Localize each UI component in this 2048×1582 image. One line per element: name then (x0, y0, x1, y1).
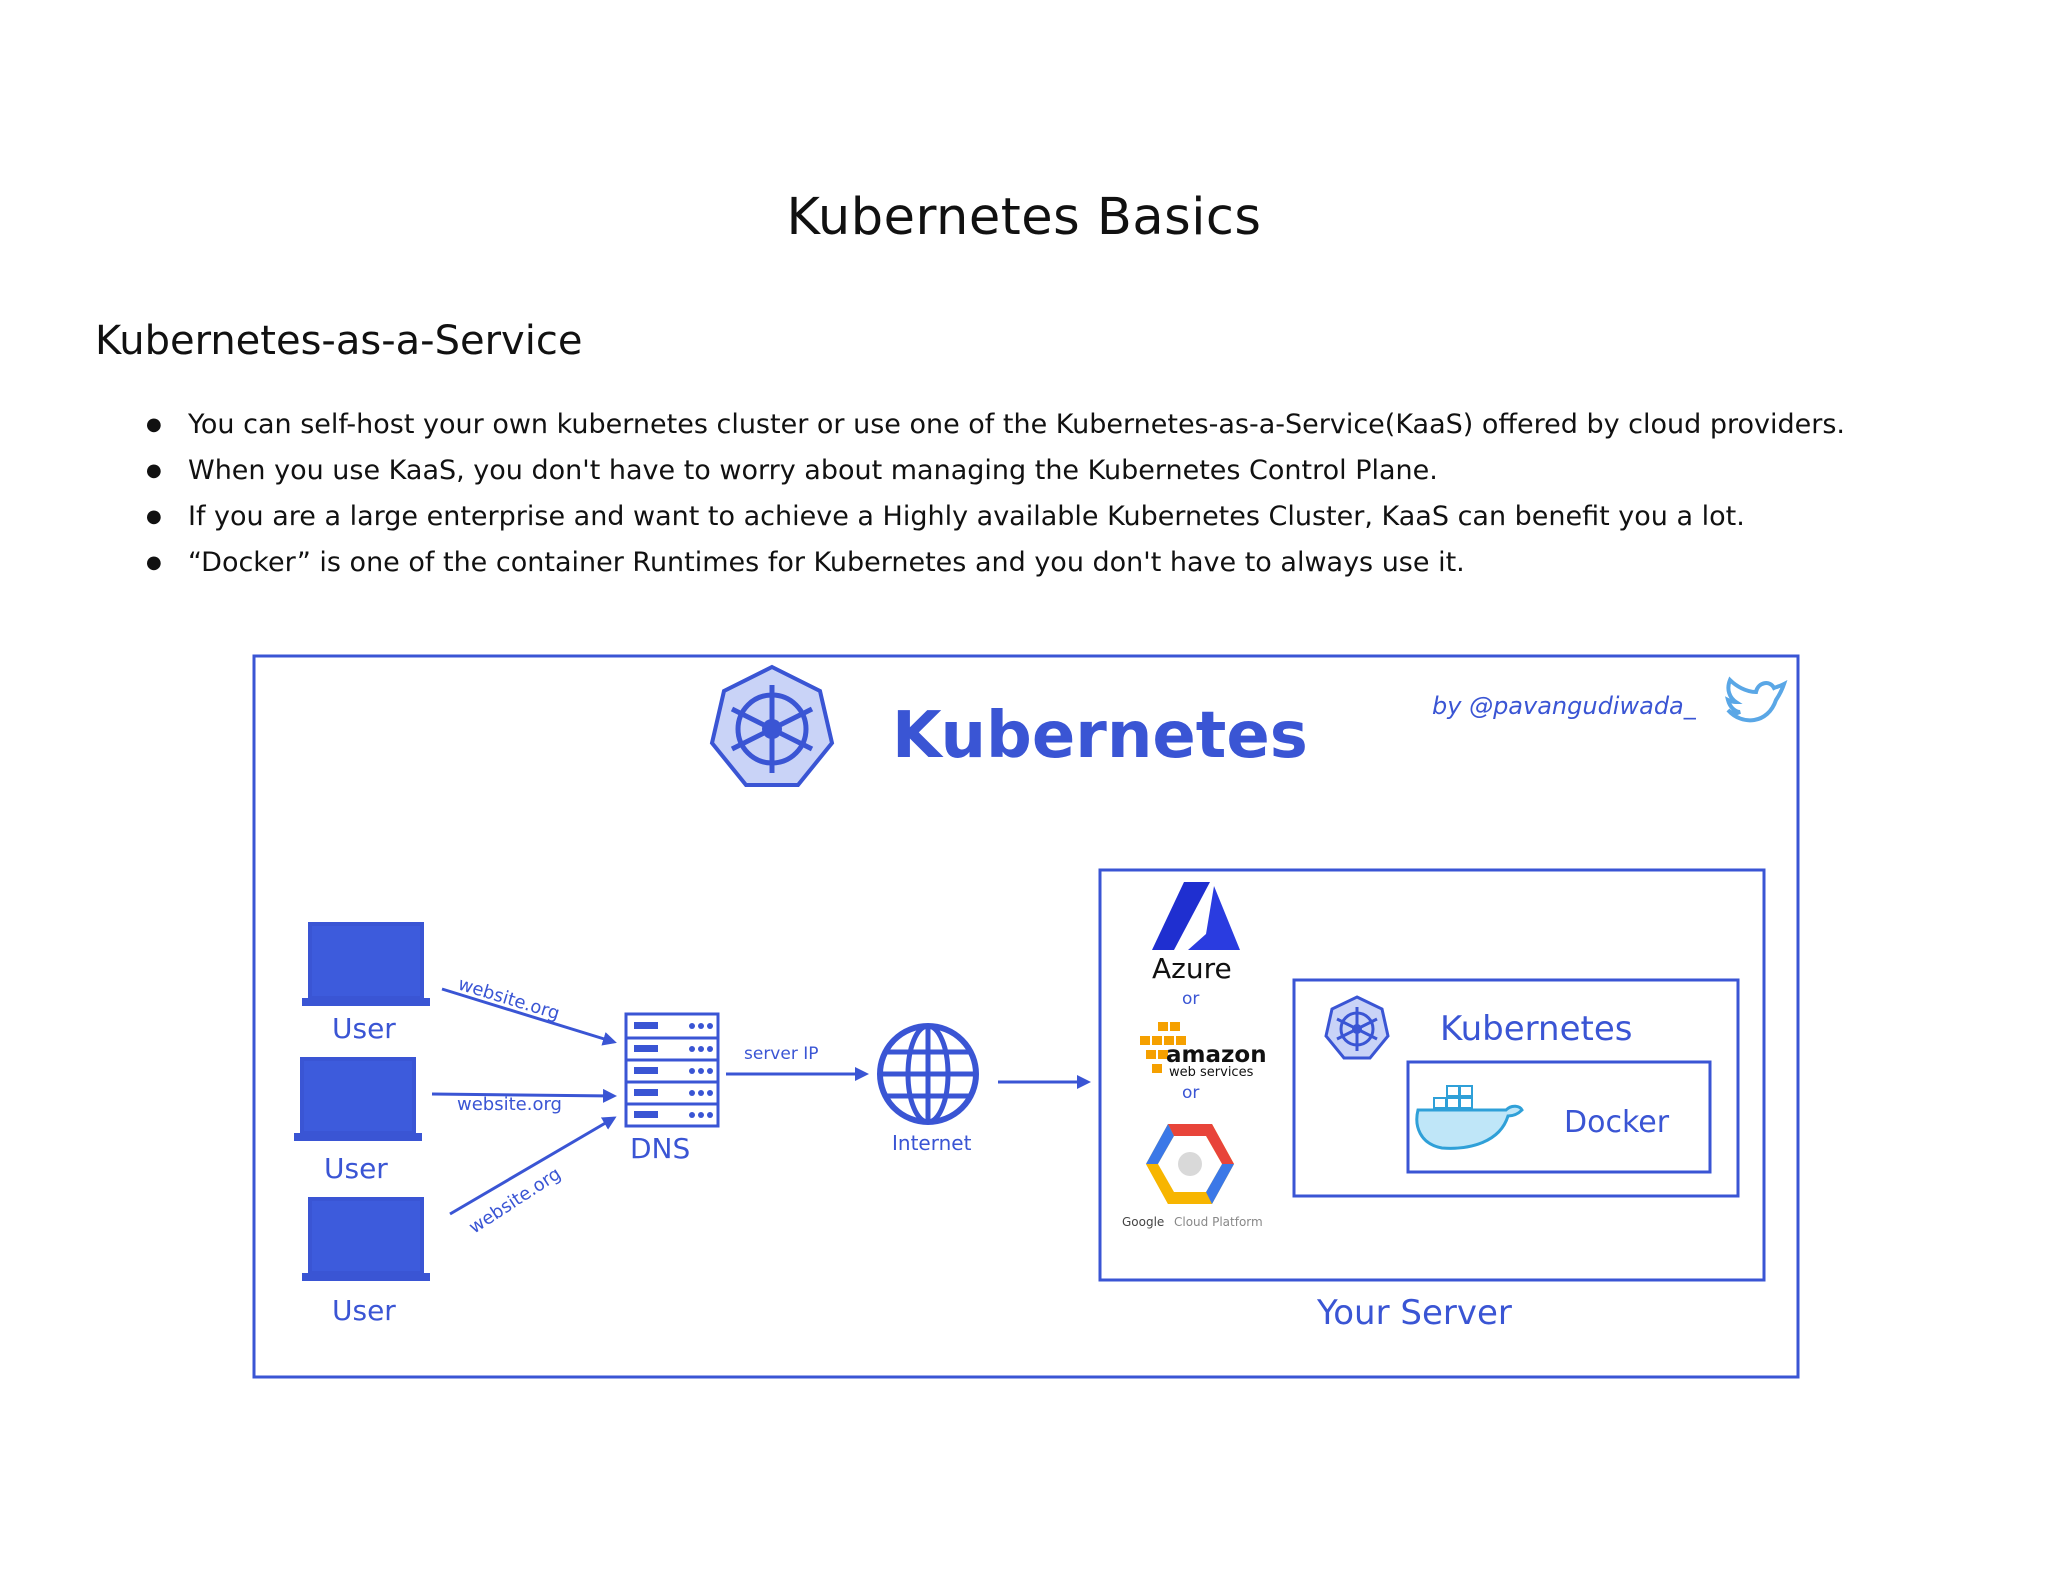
laptop-icon (302, 922, 430, 1006)
bullet-text: You can self-host your own kubernetes cl… (188, 409, 1846, 440)
bullet-list: ● You can self-host your own kubernetes c… (140, 402, 2000, 586)
laptop-icon (294, 1057, 422, 1141)
globe-icon (877, 1023, 979, 1125)
bullet-marker: ● (146, 552, 162, 573)
kubernetes-logo-icon (709, 664, 835, 787)
dns-server-icon (624, 1012, 720, 1128)
section-heading: Kubernetes-as-a-Service (95, 318, 583, 364)
docker-whale-icon (1415, 1085, 1524, 1150)
diagram-canvas: Kubernetes by @pavangudiwada_ User User … (252, 654, 1800, 1379)
user-label: User (332, 1294, 396, 1327)
list-item: ● If you are a large enterprise and want … (140, 494, 2000, 540)
request-arrow (449, 1116, 617, 1216)
or-label: or (1182, 989, 1199, 1009)
docker-label: Docker (1564, 1105, 1670, 1140)
google-cloud-icon (1146, 1124, 1234, 1204)
request-arrow (441, 987, 617, 1046)
laptop-icon (302, 1197, 430, 1281)
azure-icon (1152, 882, 1240, 950)
list-item: ● You can self-host your own kubernetes c… (140, 402, 2000, 448)
inner-kubernetes-label: Kubernetes (1440, 1009, 1632, 1049)
server-label: Your Server (1316, 1293, 1512, 1333)
server-ip-label: server IP (744, 1044, 818, 1064)
dns-label: DNS (630, 1132, 690, 1165)
request-label: website.org (457, 1094, 562, 1115)
bullet-text: When you use KaaS, you don't have to wor… (188, 455, 1438, 486)
credit-text: by @pavangudiwada_ (1432, 692, 1697, 720)
kubernetes-diagram: Kubernetes by @pavangudiwada_ User User … (252, 654, 1800, 1379)
amazon-label: amazon (1166, 1042, 1267, 1068)
bullet-marker: ● (146, 506, 162, 527)
request-arrow (431, 1088, 617, 1103)
list-item: ● When you use KaaS, you don't have to wo… (140, 448, 2000, 494)
diagram-title: Kubernetes (892, 699, 1308, 773)
bullet-marker: ● (146, 414, 162, 435)
list-item: ● “Docker” is one of the container Runtim… (140, 540, 2000, 586)
twitter-icon (1725, 676, 1788, 723)
bullet-text: If you are a large enterprise and want t… (188, 501, 1745, 532)
google-cloud-label: Cloud Platform (1174, 1215, 1263, 1229)
page-title: Kubernetes Basics (786, 188, 1262, 247)
or-label: or (1182, 1083, 1199, 1103)
bullet-text: “Docker” is one of the container Runtime… (188, 547, 1465, 578)
aws-icon (1140, 1022, 1186, 1073)
bullet-marker: ● (146, 460, 162, 481)
aws-sub-label: web services (1169, 1065, 1254, 1080)
user-label: User (324, 1152, 388, 1185)
google-label: Google (1122, 1215, 1164, 1229)
kubernetes-small-icon (1324, 995, 1390, 1060)
user-label: User (332, 1012, 396, 1045)
azure-label: Azure (1152, 952, 1232, 985)
internet-label: Internet (892, 1131, 972, 1155)
